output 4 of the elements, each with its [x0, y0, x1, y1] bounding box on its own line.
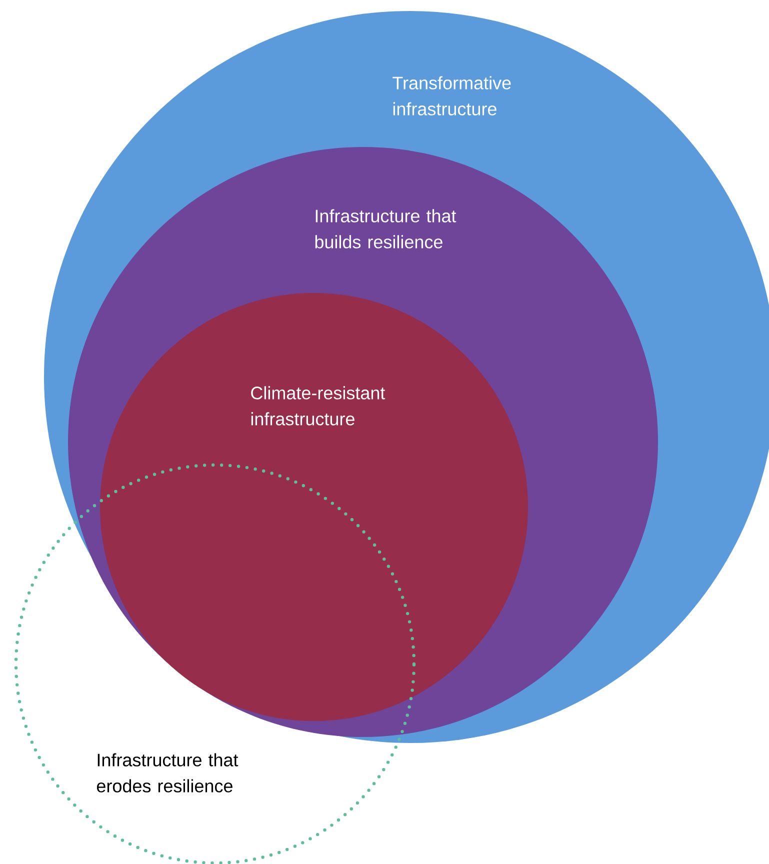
- circle-label: Transformative infrastructure: [392, 76, 511, 116]
- circle-label: Infrastructure that erodes resilience: [96, 753, 238, 792]
- circle-label: Climate-resistant infrastructure: [251, 386, 386, 426]
- circle-label: Infrastructure that builds resilience: [315, 209, 456, 248]
